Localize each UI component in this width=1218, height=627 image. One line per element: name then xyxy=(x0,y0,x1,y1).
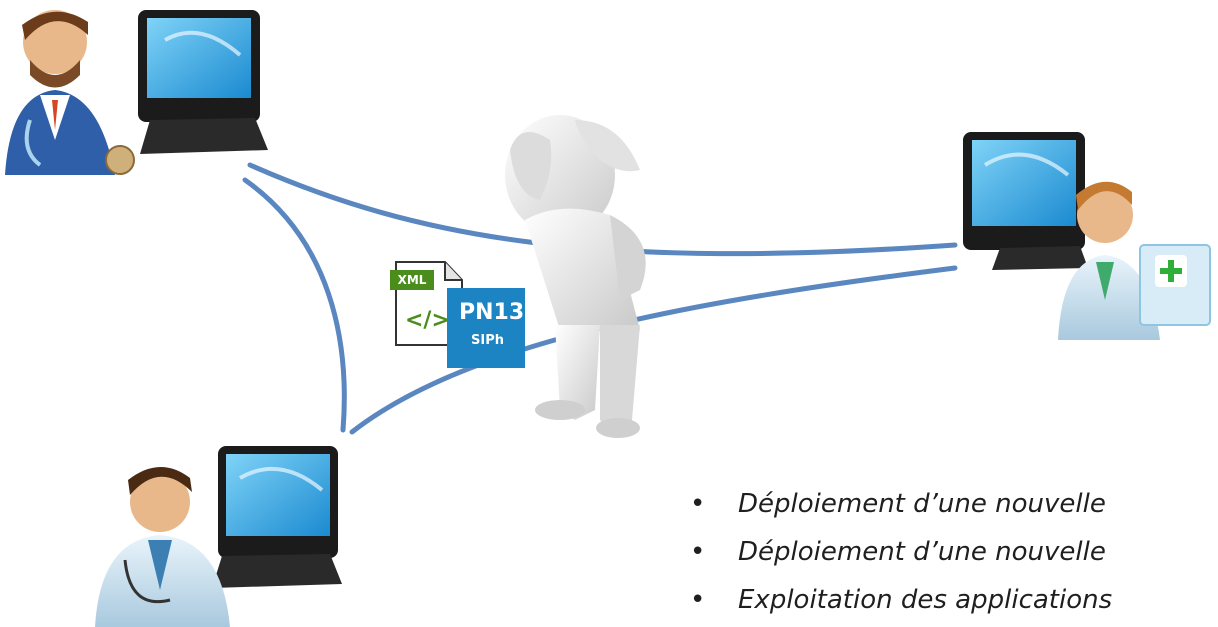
bullet-item: • Déploiement d’une nouvelle xyxy=(690,480,1218,528)
bullet-dot: • xyxy=(690,489,706,519)
siph-brand: SIPh xyxy=(471,333,504,348)
bullet-text: Déploiement d’une nouvelle xyxy=(738,489,1106,519)
bullet-item: • Déploiement d’une nouvelle xyxy=(690,528,1218,576)
bullet-text: Exploitation des applications xyxy=(738,585,1113,615)
bullet-list: • Déploiement d’une nouvelle • Déploiement… xyxy=(690,480,1218,624)
bullet-dot: • xyxy=(690,585,706,615)
pn13-brand: PN13 xyxy=(459,300,525,325)
doctor-computer-icon xyxy=(5,10,268,175)
code-glyph: </> xyxy=(405,308,450,333)
bullet-text: Déploiement d’une nouvelle xyxy=(738,537,1106,567)
link-top-left-to-bottom xyxy=(242,177,347,433)
bullet-item: • Exploitation des applications xyxy=(690,576,1218,624)
doctor-bottom-computer-icon xyxy=(95,446,342,627)
pharmacist-computer-icon xyxy=(963,132,1211,340)
pn13-logo-icon: PN13 SIPh xyxy=(447,288,525,368)
worried-person-icon xyxy=(505,115,646,438)
xml-tag-label: XML xyxy=(390,270,434,290)
bullet-dot: • xyxy=(690,537,706,567)
